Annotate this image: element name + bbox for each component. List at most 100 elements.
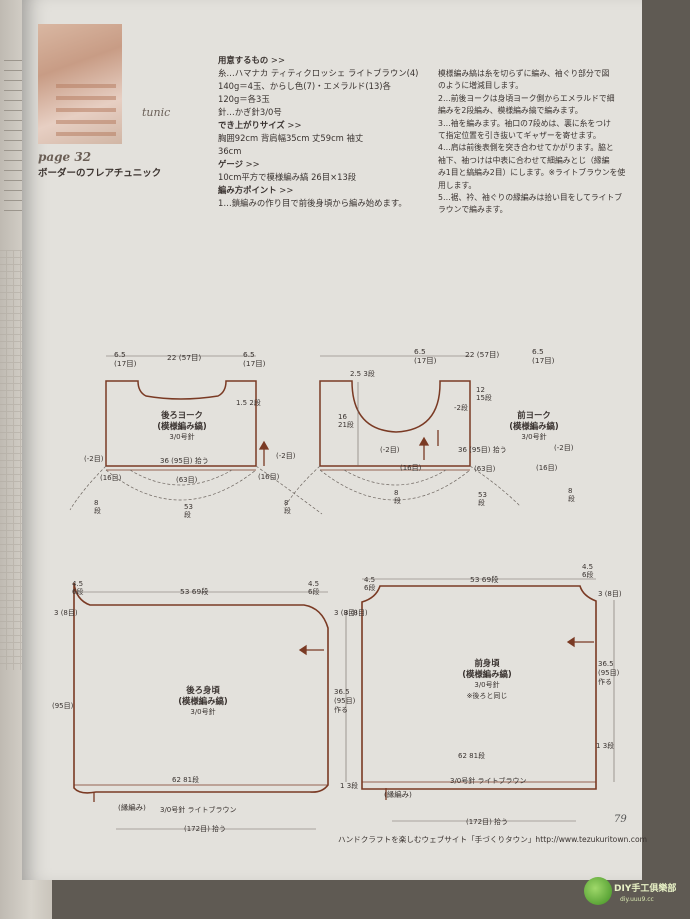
piece-title: 後ろヨーク: [161, 410, 203, 420]
front-body-label: 前身頃 (模様編み縞) 3/0号針 ※後ろと同じ: [452, 658, 522, 702]
dim-value: 4.5: [72, 580, 84, 588]
dim-rows: 3段: [346, 782, 359, 790]
point-step-2a: 2…前後ヨークは身頃ヨーク側からエメラルドで細: [438, 93, 615, 103]
back-body-edge-needle: 3/0号針 ライトブラウン: [160, 806, 237, 814]
back-yoke-pickup: 36 (95目) 拾う: [160, 457, 209, 465]
arrow-mark: >>: [287, 120, 302, 130]
front-body-right-long: 36.5(95目)作る: [598, 660, 619, 687]
watermark-logo-icon: [584, 877, 612, 905]
point-step-5b: ラウンで編みます。: [438, 205, 508, 215]
knitting-direction-arrows: [93, 430, 594, 802]
materials-heading: 用意するもの: [218, 55, 269, 65]
dim-value: 8: [284, 499, 289, 507]
piece-note: ※後ろと同じ: [466, 692, 508, 700]
dim-value: 1.5: [236, 399, 248, 407]
dim-value: 36.5: [598, 660, 614, 668]
piece-needle: 3/0号針: [474, 681, 500, 689]
dim-rows: 21段: [338, 421, 354, 429]
piece-needle: 3/0号針: [169, 433, 195, 441]
point-intro-2: のように増減目します。: [438, 81, 523, 91]
point-step-5a: 5…裾、衿、袖ぐりの縁編みは拾い目をしてライトブ: [438, 193, 623, 203]
point-step-4b: 袖下、袖つけは中表に合わせて細編みとじ（縁編: [438, 155, 610, 165]
arrow-mark: >>: [270, 55, 285, 65]
dim-rows: (8目): [350, 609, 368, 617]
design-title: ボーダーのフレアチュニック: [38, 168, 162, 179]
materials-yarn-1: 糸…ハマナカ ティティクロッシェ ライトブラウン(4): [218, 68, 419, 78]
front-yoke-dim-center: 22 (57目): [465, 350, 500, 359]
front-yoke-dim-left: 6.5(17目): [414, 347, 437, 365]
dim-rows: 6段: [582, 571, 594, 579]
materials-needle: 針…かぎ針3/0号: [218, 107, 282, 117]
dim-value: 4.5: [364, 576, 376, 584]
front-yoke-minus-left: (-2目): [380, 446, 400, 454]
dim-value: 8: [568, 487, 573, 495]
back-body-right-long: 36.5(95目)作る: [334, 688, 355, 715]
dim-stitches: (17目): [114, 359, 137, 368]
dim-value: 6.5: [532, 347, 544, 356]
diagram-guide-lines: [74, 465, 596, 786]
dim-rows: 段: [284, 507, 291, 515]
tunic-script-title: tunic: [142, 106, 171, 119]
dim-stitches: (17目): [414, 356, 437, 365]
dim-rows: 段: [94, 507, 101, 515]
diagram-dimension-lines: [74, 355, 615, 830]
points-heading: 編み方ポイント: [218, 185, 277, 195]
dim-stitches: (17目): [532, 356, 555, 365]
dim-value: 3: [344, 609, 349, 617]
back-yoke-16-left: (16目): [100, 474, 122, 482]
back-body-top-width: 53 69段: [180, 585, 209, 598]
piece-title: 前ヨーク: [517, 410, 551, 420]
front-yoke-outline: [319, 380, 471, 467]
dim-value: 6.5: [114, 350, 126, 359]
point-step-1: 1…鎖編みの作り目で前後身頃から編み始めます。: [218, 198, 407, 208]
dim-rows: (8目): [340, 609, 358, 617]
piece-needle: 3/0号針: [521, 433, 547, 441]
dim-value: 4.5: [308, 580, 320, 588]
back-yoke-16-right: (16目): [258, 473, 280, 481]
dim-value: 12: [476, 386, 485, 394]
front-yoke-label: 前ヨーク (模様編み縞) 3/0号針: [508, 410, 560, 443]
materials-yarn-2: 140g＝4玉、からし色(7)・エメラルド(13)各: [218, 81, 391, 91]
size-line-1: 胸囲92cm 背肩幅35cm 丈59cm 袖丈: [218, 133, 364, 143]
size-line-2: 36cm: [218, 146, 242, 156]
front-body-bottom-rows: 62 81段: [458, 750, 485, 763]
back-yoke-label: 後ろヨーク (模様編み縞) 3/0号針: [146, 410, 218, 443]
piece-needle: 3/0号針: [190, 708, 216, 716]
arrow-mark: >>: [279, 185, 294, 195]
book-page: [22, 0, 642, 880]
piece-subtitle: (模様編み縞): [462, 669, 512, 679]
back-body-left-long: (95目): [52, 702, 74, 710]
dim-value: 3: [598, 590, 603, 598]
back-body-left-height: 3 (8目): [54, 607, 78, 620]
piece-subtitle: (模様編み縞): [157, 421, 207, 431]
dim-value: 6.5: [243, 350, 255, 359]
point-step-4c: み1目と縞編み2目）にします。※ライトブラウンを使: [438, 168, 626, 178]
front-body-top-width: 53 69段: [470, 573, 499, 586]
dim-rows: 81段: [183, 776, 200, 784]
back-yoke-outline: [105, 380, 257, 467]
gauge-line: 10cm平方で模様編み縞 26目×13段: [218, 172, 357, 182]
front-yoke-bottom-sts: (63目): [474, 465, 496, 473]
front-yoke-dim-right: 6.5(17目): [532, 347, 555, 365]
dim-rows: 6段: [72, 588, 84, 596]
page-number: 79: [614, 814, 627, 825]
dim-value: 53: [478, 491, 487, 499]
point-step-4a: 4…肩は前後表側を突き合わせてかがります。脇と: [438, 143, 614, 153]
instructions-right-column: 模様編み縞は糸を切らずに編み、袖ぐり部分で図 のように増減目します。 2…前後ヨ…: [438, 68, 625, 217]
piece-subtitle: (模様編み縞): [178, 696, 228, 706]
dim-rows: 段: [184, 511, 191, 519]
dim-value: 1: [596, 742, 601, 750]
page-reference: page 32: [38, 150, 92, 164]
back-yoke-bottom-sts: (63目): [176, 476, 198, 484]
point-step-3a: 3…袖を編みます。袖口の7段めは、裏に糸をつけ: [438, 118, 611, 128]
front-body-right-height: 3 (8目): [598, 588, 622, 601]
dim-value: 62: [172, 776, 181, 784]
